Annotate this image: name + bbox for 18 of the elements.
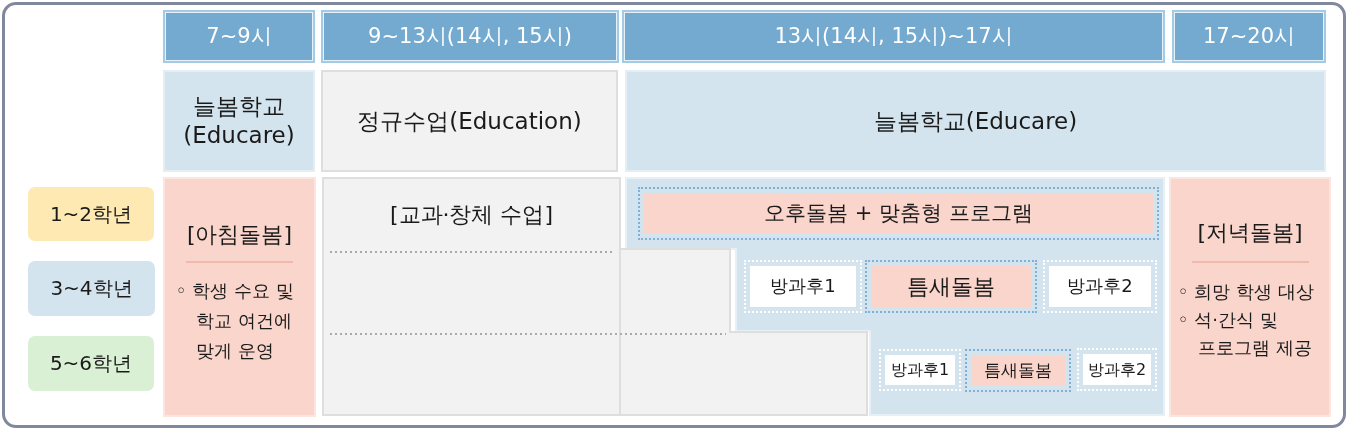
bullet-text: ◦ 희망 학생 대상 [1178,280,1314,304]
grade-tag: 5~6학년 [28,336,154,391]
bullet-text: ◦ 학생 수요 및 학교 여건에 맞게 운영 [176,279,295,363]
time-header: 9~13시(14시, 15시) [321,10,619,63]
program-header: 늘봄학교 (Educare) [163,70,315,172]
program-header: 늘봄학교(Educare) [625,70,1326,172]
grade-tag: 1~2학년 [28,187,154,241]
time-header: 13시(14시, 15시)~17시 [622,10,1165,63]
panel [163,177,316,417]
panel [1169,177,1331,417]
grade-tag: 3~4학년 [28,261,155,316]
time-header: 7~9시 [163,10,315,63]
bullet-text: ◦ 석·간식 및 프로그램 제공 [1178,308,1313,360]
panel: [교과·창체 수업] [322,177,621,416]
panel-title: [아침돌봄] [186,221,293,249]
program-header: 정규수업(Education) [321,70,618,172]
panel-title: [저녁돌봄] [1197,219,1303,247]
time-header: 17~20시 [1172,10,1326,63]
